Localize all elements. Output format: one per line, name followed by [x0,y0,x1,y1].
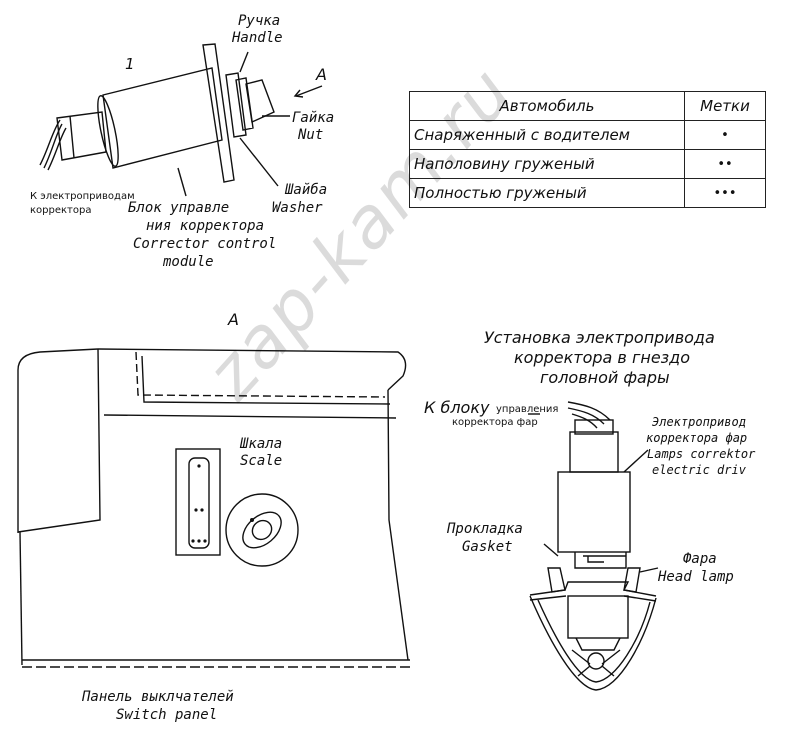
scale-label-en: Scale [240,453,283,469]
scale-label-ru: Шкала [240,436,283,452]
washer-label-en: Washer [272,200,323,216]
nut-label-en: Nut [298,127,324,143]
to-block-label-rest2: корректора фар [452,417,538,428]
headlamp-label-ru: Фара [683,551,717,567]
install-title-line3: головной фары [540,368,670,387]
vehicle-marks-table: Автомобиль Метки Снаряженный с водителем… [409,91,766,208]
view-a-title: A [228,310,239,329]
gasket-label-ru: Прокладка [447,521,523,537]
to-actuators-label-line2: корректора [30,205,92,216]
view-arrow-a-label: A [316,65,327,84]
switch-panel-label-en: Switch panel [116,707,218,723]
row-vehicle: Полностью груженый [409,178,685,208]
module-label-ru-line1: Блок управле [128,200,230,216]
actuator-label-en-line2: electric driv [652,463,746,477]
washer-label-ru: Шайба [285,182,328,198]
actuator-label-en-line1: Lamps correktor [647,447,756,461]
switch-panel-label-ru: Панель выклчателей [82,689,234,705]
module-label-en-line2: module [163,254,214,270]
nut-label-ru: Гайка [292,110,335,126]
actuator-label-ru-line1: Электропривод [652,415,746,429]
row-mark: •• [684,149,766,179]
gasket-label-en: Gasket [462,539,513,555]
corrector-module-drawing [39,43,323,197]
to-block-label: К блоку [424,398,490,417]
switch-panel-drawing [17,348,410,668]
actuator-label-ru-line2: корректора фар [646,431,748,445]
callout-number-1: 1 [125,55,135,73]
table-row: Полностью груженый ••• [409,178,766,208]
row-mark: ••• [684,178,766,208]
handle-label-en: Handle [232,30,283,46]
to-actuators-label-line1: К электроприводам [30,191,135,202]
install-title-line1: Установка электропривода [484,328,715,347]
install-title-line2: корректора в гнездо [514,348,691,367]
module-label-ru-line2: ния корректора [146,218,265,234]
headlamp-label-en: Head lamp [658,569,734,585]
to-block-label-rest1: управления [496,404,559,415]
handle-label-ru: Ручка [238,13,281,29]
scale-dots [191,464,254,543]
row-mark: • [684,120,766,150]
actuator-drawing [528,401,659,691]
header-marks: Метки [684,91,766,121]
module-label-en-line1: Corrector control [133,236,277,252]
